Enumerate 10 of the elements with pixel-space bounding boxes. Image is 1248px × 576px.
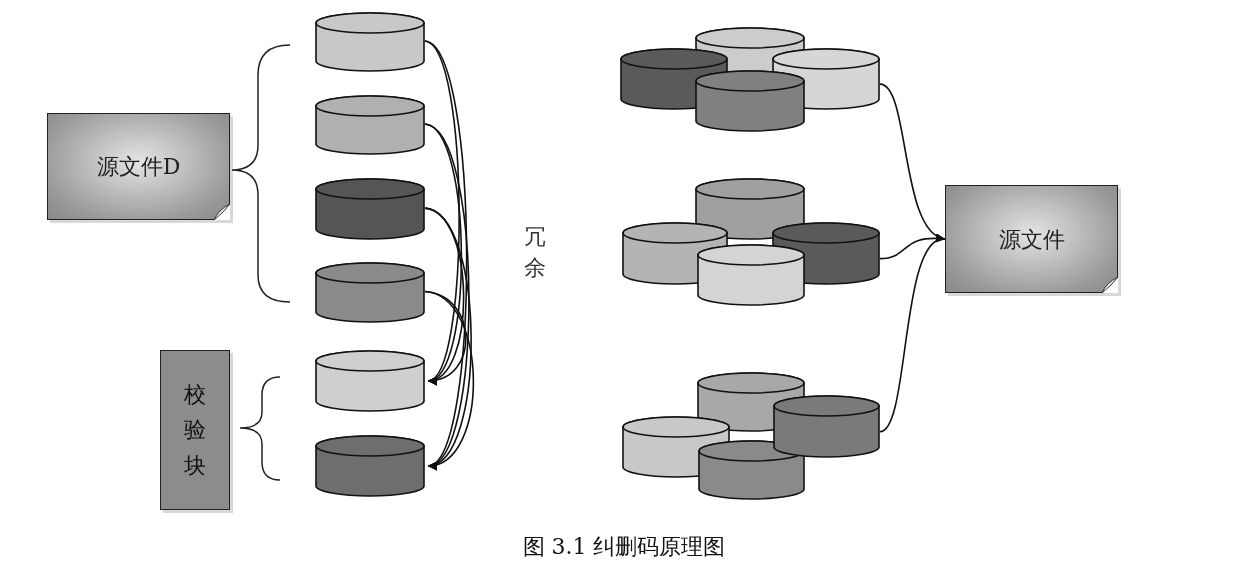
label-box	[160, 350, 230, 510]
box-text: 源文件D	[96, 153, 181, 181]
box-text: 源文件	[998, 225, 1065, 254]
box-text: 校验块	[184, 381, 206, 480]
arrow	[424, 290, 475, 469]
document-box	[47, 113, 230, 220]
arrow	[879, 237, 946, 433]
caption: 图 3.1 纠删码原理图	[522, 533, 726, 561]
vertical-label: 冗余	[524, 223, 546, 282]
document-box	[945, 185, 1118, 293]
